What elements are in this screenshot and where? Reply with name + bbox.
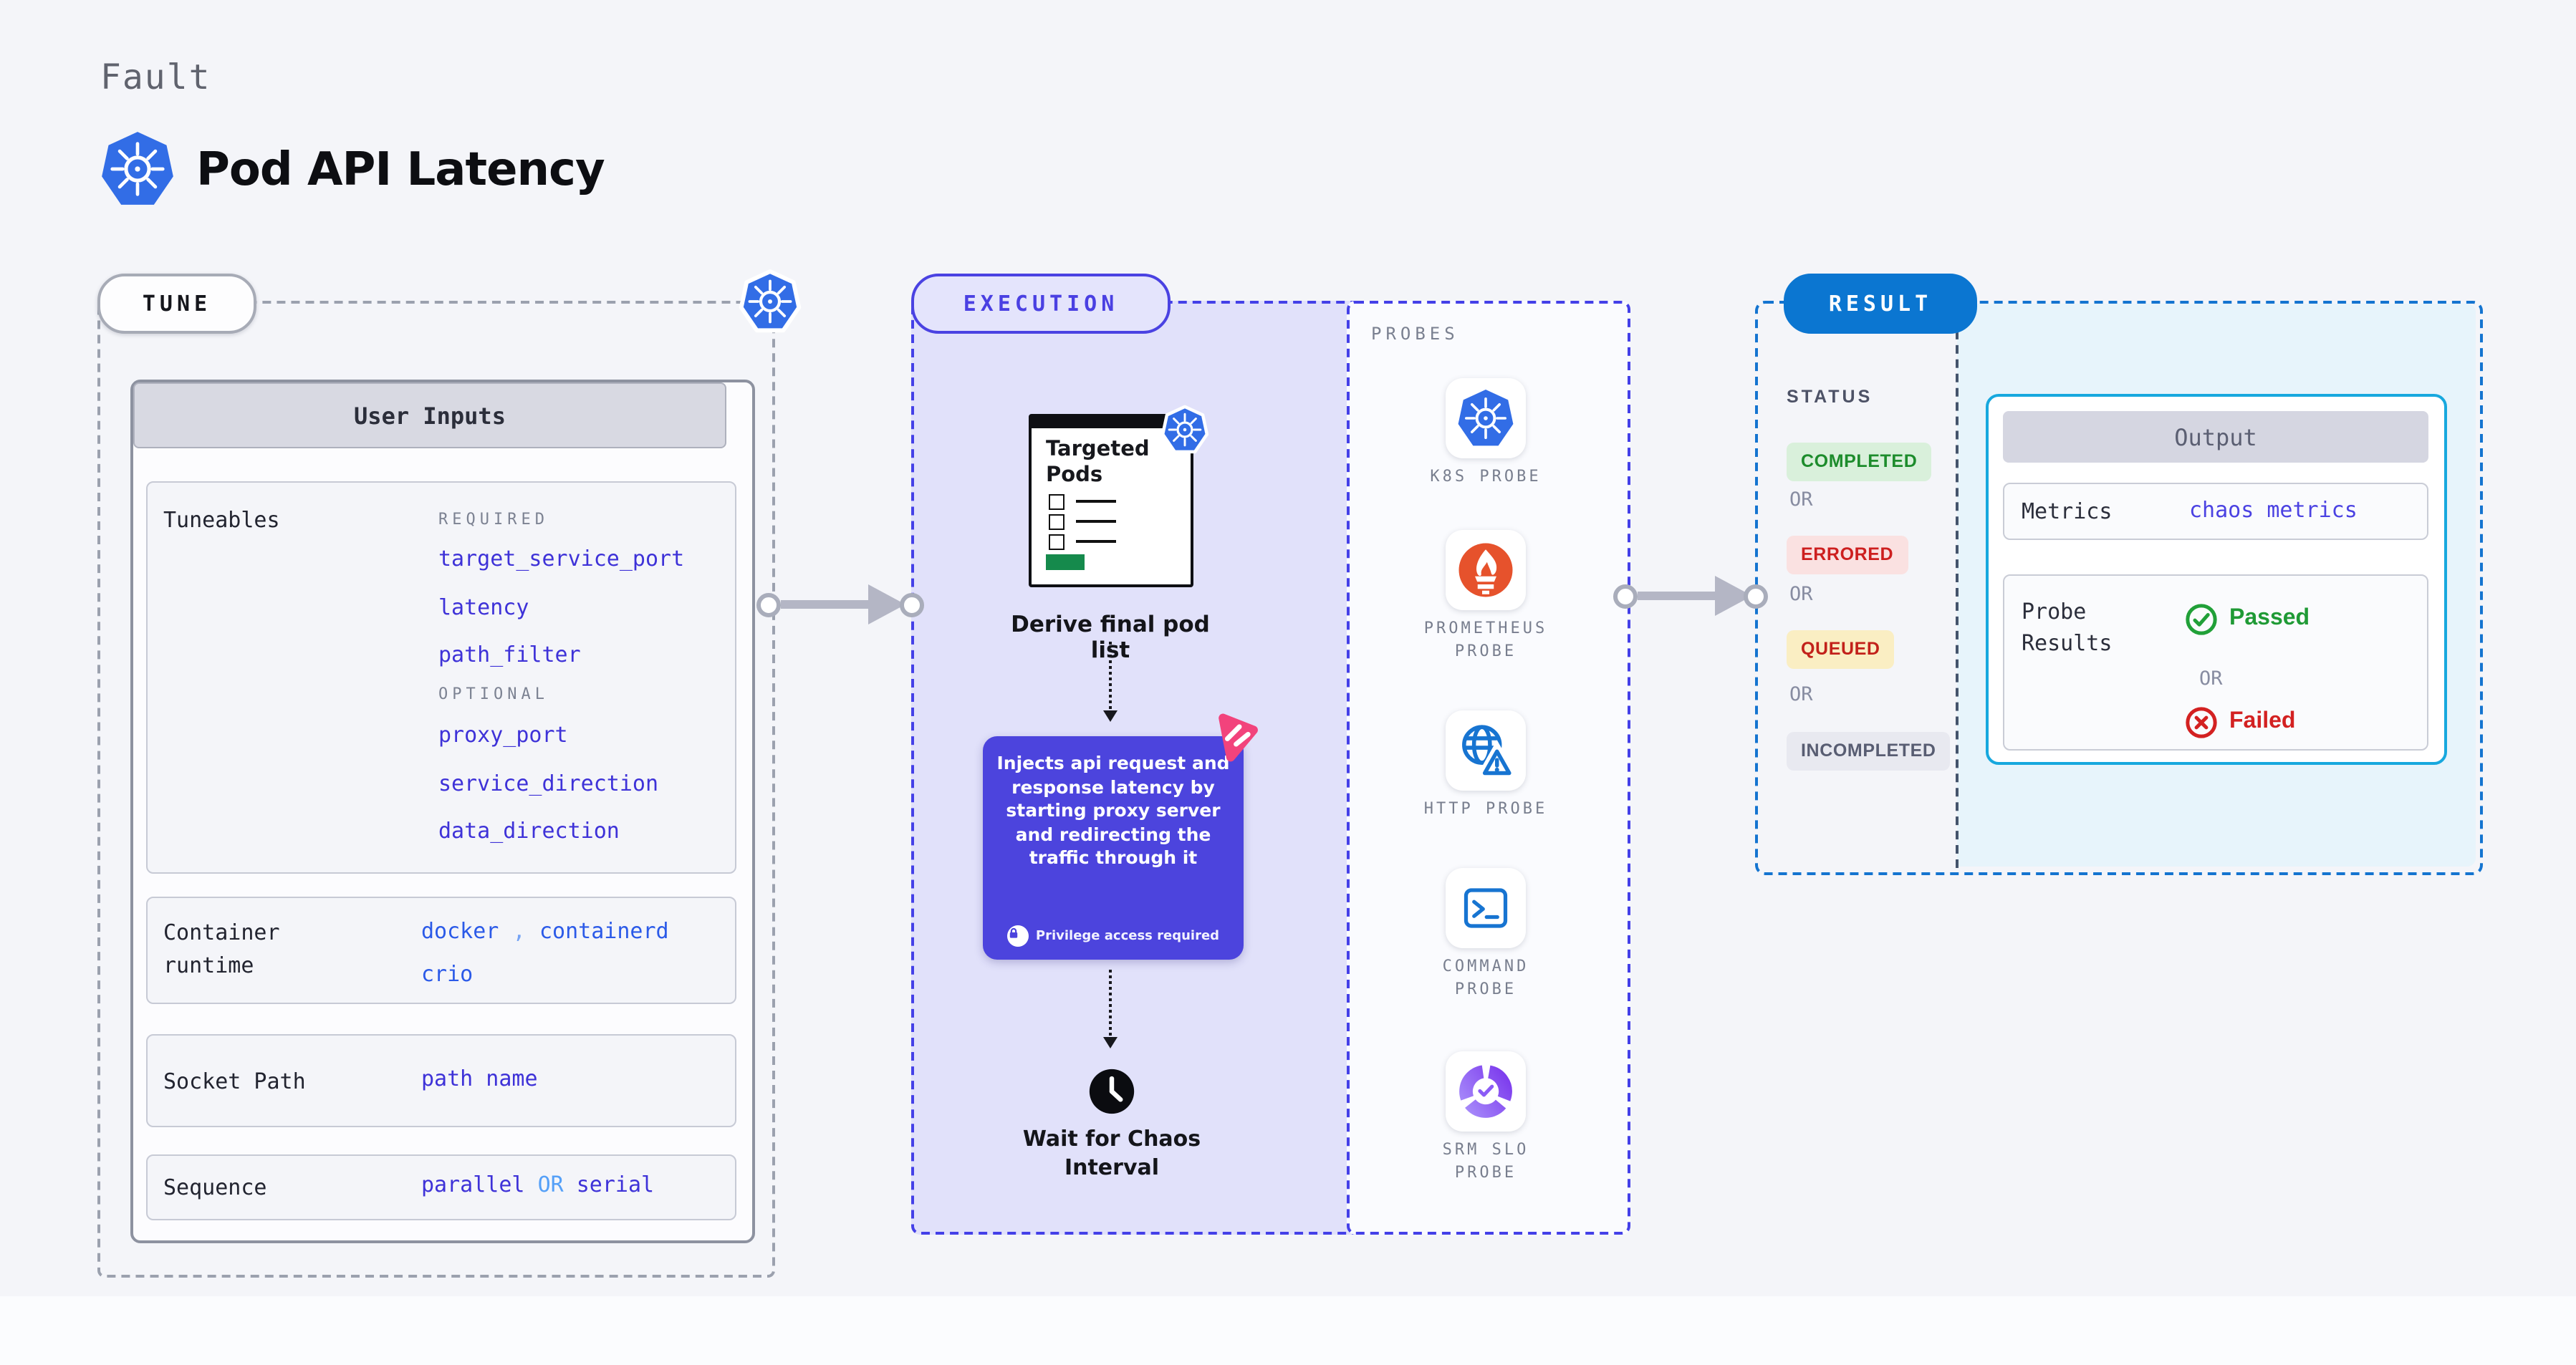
param-path-filter: path_filter	[438, 642, 581, 667]
inject-description-card: Injects api request and response latency…	[983, 736, 1244, 960]
dotted-arrowhead	[1103, 1037, 1118, 1048]
pod-line	[1076, 540, 1116, 543]
metrics-row: Metrics chaos metrics	[2003, 483, 2428, 540]
required-label: REQUIRED	[438, 510, 549, 529]
probe-results-row: Probe Results Passed OR Failed	[2003, 574, 2428, 751]
output-title: Output	[2003, 411, 2428, 463]
dotted-connector	[1109, 970, 1112, 1036]
x-circle-icon	[2185, 706, 2218, 739]
result-divider	[1956, 302, 1959, 868]
metrics-value: chaos metrics	[2189, 497, 2358, 523]
targeted-pods-window: Targeted Pods	[1029, 414, 1193, 587]
privilege-note: Privilege access required	[1035, 929, 1220, 943]
window-title-bar	[1032, 417, 1191, 428]
connector-node	[1744, 584, 1768, 609]
terminal-icon	[1457, 879, 1514, 937]
pod-checkbox	[1049, 534, 1064, 550]
param-service-direction: service_direction	[438, 771, 659, 796]
k8s-probe-card	[1446, 378, 1526, 458]
connector-node	[756, 593, 781, 617]
kubernetes-badge-icon	[1159, 402, 1211, 457]
status-label: STATUS	[1787, 387, 1873, 407]
privilege-row: Privilege access required	[983, 925, 1244, 947]
status-badge-errored: ERRORED	[1787, 536, 1908, 574]
pod-checkbox	[1049, 494, 1064, 510]
container-runtime-row: Container runtime docker , containerd cr…	[146, 897, 736, 1004]
sequence-label: Sequence	[163, 1175, 267, 1200]
probe-results-label: Probe Results	[2022, 599, 2113, 656]
socket-path-value: path name	[421, 1066, 538, 1091]
or-separator: OR	[1789, 488, 1813, 511]
param-target-service-port: target_service_port	[438, 546, 685, 571]
bottom-strip	[0, 1296, 2576, 1365]
param-proxy-port: proxy_port	[438, 722, 568, 748]
command-probe-card	[1446, 868, 1526, 948]
kubernetes-logo-icon	[100, 130, 175, 208]
lock-icon	[1006, 925, 1029, 947]
kubernetes-corner-icon	[736, 266, 804, 337]
or-separator: OR	[1789, 583, 1813, 606]
flow-arrow-tune-execution	[781, 600, 870, 609]
selected-pods-bar	[1046, 554, 1085, 570]
kubernetes-icon	[1457, 388, 1514, 448]
dotted-arrowhead	[1103, 710, 1118, 722]
user-inputs-title: User Inputs	[133, 382, 726, 448]
sequence-row: Sequence parallel OR serial	[146, 1154, 736, 1220]
or-separator: OR	[2199, 667, 2223, 690]
flow-arrowhead	[868, 584, 905, 624]
probe-label: PROMETHEUS PROBE	[1423, 619, 1548, 660]
pod-line	[1076, 500, 1116, 503]
socket-path-row: Socket Path path name	[146, 1034, 736, 1127]
failed-label: Failed	[2229, 709, 2296, 733]
tuneables-label: Tuneables	[163, 507, 280, 533]
flow-arrow-probes-result	[1638, 592, 1716, 600]
targeted-pods-title: Targeted Pods	[1046, 438, 1150, 487]
probes-panel-label: PROBES	[1371, 324, 1459, 344]
tune-section-box	[97, 301, 775, 1278]
runtime-values-line1: docker , containerd	[421, 918, 669, 944]
runtime-values-line2: crio	[421, 961, 474, 987]
execution-pill: EXECUTION	[911, 274, 1171, 334]
probe-label: HTTP PROBE	[1423, 799, 1548, 818]
connector-node	[900, 593, 924, 617]
probe-label: COMMAND PROBE	[1442, 957, 1529, 998]
socket-path-label: Socket Path	[163, 1069, 306, 1094]
srm-slo-probe-card	[1446, 1051, 1526, 1132]
status-badge-incompleted: INCOMPLETED	[1787, 732, 1951, 771]
pod-line	[1076, 520, 1116, 523]
passed-label: Passed	[2229, 606, 2310, 630]
tuneables-row: Tuneables REQUIRED target_service_port l…	[146, 481, 736, 874]
derive-pod-list-label: Derive final pod list	[1011, 612, 1210, 663]
clock-icon	[1087, 1067, 1136, 1116]
probe-label: SRM SLO PROBE	[1442, 1140, 1529, 1182]
prometheus-probe-card	[1446, 530, 1526, 610]
probe-label: K8S PROBE	[1430, 467, 1542, 486]
sequence-value: parallel OR serial	[421, 1172, 655, 1197]
wait-chaos-interval-label: Wait for Chaos Interval	[1022, 1126, 1201, 1180]
page-title: Pod API Latency	[196, 142, 605, 196]
http-globe-icon	[1456, 720, 1516, 781]
inject-description: Injects api request and response latency…	[996, 752, 1230, 868]
tune-pill: TUNE	[97, 274, 256, 334]
chaos-logo-icon	[1208, 710, 1262, 765]
fault-eyebrow: Fault	[100, 57, 211, 97]
connector-node	[1613, 584, 1638, 609]
optional-label: OPTIONAL	[438, 685, 549, 703]
container-runtime-label: Container runtime	[163, 920, 280, 978]
user-inputs-card: User Inputs Tuneables REQUIRED target_se…	[130, 380, 755, 1243]
pod-checkbox	[1049, 514, 1064, 530]
http-probe-card	[1446, 710, 1526, 791]
check-circle-icon	[2185, 603, 2218, 636]
prometheus-icon	[1457, 541, 1514, 599]
status-badge-completed: COMPLETED	[1787, 443, 1932, 481]
param-data-direction: data_direction	[438, 818, 620, 844]
or-separator: OR	[1789, 683, 1813, 706]
slo-gauge-icon	[1457, 1063, 1514, 1120]
dotted-connector	[1109, 642, 1112, 709]
metrics-label: Metrics	[2022, 498, 2113, 524]
result-pill: RESULT	[1784, 274, 1977, 334]
output-card: Output Metrics chaos metrics Probe Resul…	[1986, 394, 2447, 765]
param-latency: latency	[438, 594, 529, 620]
status-badge-queued: QUEUED	[1787, 630, 1895, 669]
